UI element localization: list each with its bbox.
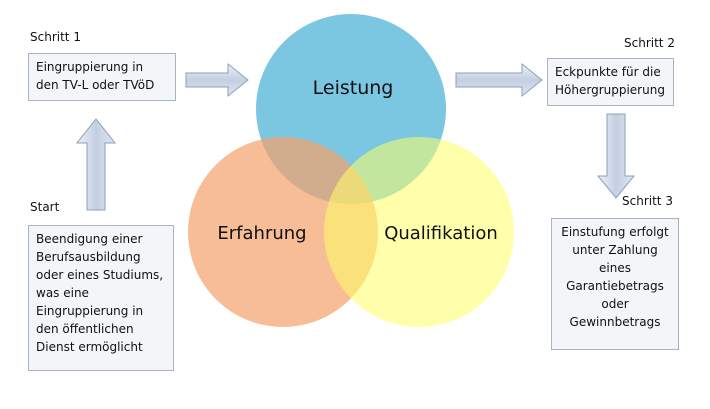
label-step1: Schritt 1 [30, 30, 81, 44]
venn-circle-qualifikation [324, 137, 514, 327]
box-step2-line: Höhergruppierung [555, 83, 665, 97]
box-step3-line: Garantiebetrags [566, 279, 664, 293]
box-step1: Eingruppierung in den TV-L oder TVöD [28, 53, 176, 101]
arrow-right-step2 [455, 62, 543, 98]
venn-label-leistung: Leistung [313, 77, 394, 99]
box-step3-line: Einstufung erfolgt [561, 225, 669, 239]
box-step3-line: Gewinnbetrags [569, 315, 661, 329]
box-step2-line: Eckpunkte für die [555, 65, 661, 79]
box-start: Beendigung einer Berufsausbildung oder e… [28, 225, 174, 371]
box-step3: Einstufung erfolgt unter Zahlung eines G… [551, 218, 679, 350]
box-start-line: Dienst ermöglicht [36, 340, 143, 354]
arrow-right-step1 [185, 62, 249, 98]
label-step3: Schritt 3 [622, 194, 673, 208]
box-step3-line: unter Zahlung [572, 243, 658, 257]
box-start-line: Beendigung einer [36, 232, 143, 246]
box-start-line: Eingruppierung in [36, 304, 144, 318]
label-start: Start [30, 200, 60, 214]
label-step2: Schritt 2 [624, 36, 675, 50]
venn-label-erfahrung: Erfahrung [217, 223, 306, 244]
box-start-line: Berufsausbildung [36, 250, 141, 264]
arrow-up-start [75, 118, 117, 211]
box-step1-line: den TV-L oder TVöD [36, 78, 155, 92]
box-step3-line: oder [601, 297, 629, 311]
box-start-line: oder eines Studiums, [36, 268, 164, 282]
venn-label-qualifikation: Qualifikation [384, 223, 498, 244]
venn-circle-erfahrung [188, 137, 378, 327]
box-start-line: den öffentlichen [36, 322, 134, 336]
box-step1-line: Eingruppierung in [36, 60, 144, 74]
arrow-down-step2 [596, 113, 636, 199]
box-start-line: was eine [36, 286, 89, 300]
box-step3-line: eines [599, 261, 631, 275]
box-step2: Eckpunkte für die Höhergruppierung [547, 58, 674, 106]
